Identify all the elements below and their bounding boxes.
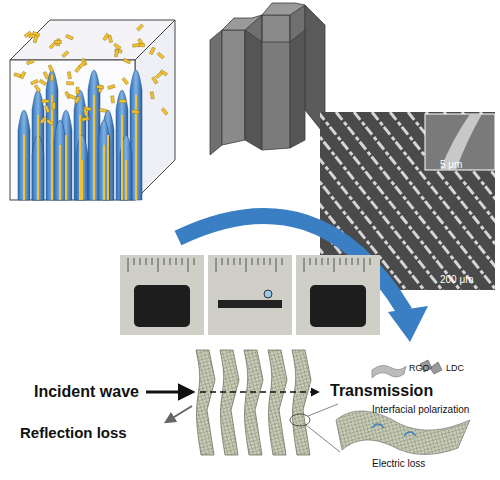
sem-image — [320, 112, 495, 290]
process-arrow — [178, 216, 428, 342]
scale-bar-label: 200 μm — [440, 274, 474, 285]
layered-sheets — [196, 350, 311, 455]
annotation-label: Incident wave — [34, 383, 139, 401]
legend-label: LDC — [446, 364, 464, 374]
zoomed-sheet — [290, 404, 470, 455]
wave-arrows — [146, 392, 318, 422]
legend-label: RGO — [409, 364, 430, 374]
legend-icons — [372, 360, 442, 378]
honeycomb-structure — [210, 3, 325, 155]
sample-photos — [120, 255, 380, 335]
annotation-label: Interfacial polarization — [372, 404, 469, 415]
annotation-label: Reflection loss — [20, 425, 127, 442]
scale-bar-label: 5 μm — [440, 159, 462, 170]
annotation-label: Electric loss — [372, 458, 425, 469]
freeze-cast-cube — [10, 20, 175, 200]
annotation-label: Transmission — [330, 382, 433, 400]
